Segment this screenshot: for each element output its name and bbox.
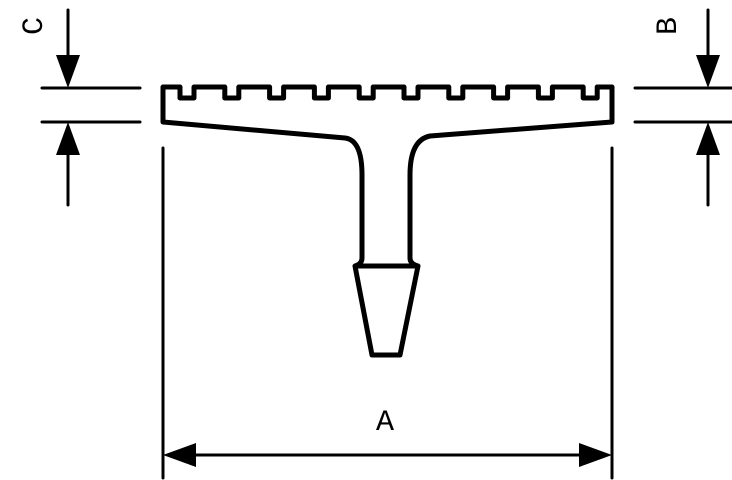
arrowhead-c-down — [56, 55, 80, 88]
dimension-label-c: C — [18, 17, 52, 35]
arrowhead-b-up — [696, 122, 720, 155]
dimension-label-b: B — [652, 17, 686, 35]
nozzle-outline — [352, 255, 421, 358]
comb-part-outline — [160, 84, 615, 261]
arrowhead-a-left — [163, 443, 196, 467]
arrowhead-c-up — [56, 122, 80, 155]
dimension-label-a: A — [376, 406, 394, 440]
arrowhead-a-right — [579, 443, 612, 467]
arrowhead-b-down — [696, 55, 720, 88]
